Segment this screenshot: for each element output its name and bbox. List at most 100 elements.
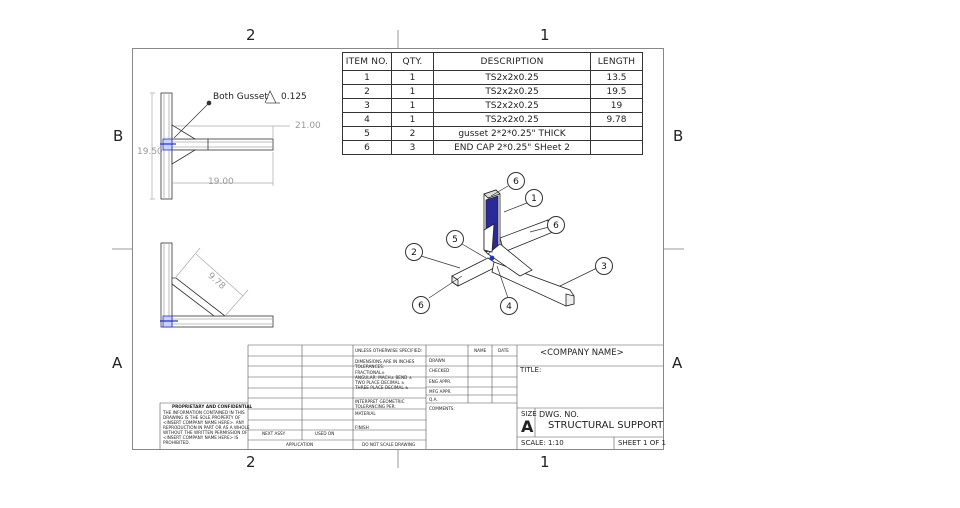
- balloon-item: 4: [500, 297, 518, 315]
- used-on-label: USED ON: [315, 431, 335, 436]
- bom-cell: TS2x2x0.25: [433, 70, 591, 85]
- proprietary-title: PROPRIETARY AND CONFIDENTIAL: [172, 404, 253, 409]
- proprietary-line: DRAWING IS THE SOLE PROPERTY OF: [163, 415, 241, 420]
- title-block-grid: [159, 344, 664, 450]
- dimension-19-00: 19.00: [208, 177, 234, 187]
- isometric-view: [451, 189, 575, 307]
- bom-cell: 2: [391, 126, 434, 141]
- table-row: 6 3 END CAP 2*0.25" SHeet 2: [342, 140, 643, 155]
- comments-label: COMMENTS:: [429, 406, 455, 411]
- dimension-19-50: 19.50: [137, 147, 163, 157]
- bom-header-item: ITEM NO.: [342, 52, 392, 71]
- two-place-note: TWO PLACE DECIMAL ±: [355, 380, 405, 385]
- balloon-item: 2: [405, 243, 423, 261]
- bom-header-qty: QTY.: [391, 52, 434, 71]
- application-label: APPLICATION: [286, 442, 314, 447]
- bom-cell: END CAP 2*0.25" SHeet 2: [433, 140, 591, 155]
- company-name: <COMPANY NAME>: [540, 348, 624, 358]
- bom-cell: [590, 126, 643, 141]
- angular-note: ANGULAR: MACH± BEND ±: [355, 375, 413, 380]
- checked-label: CHECKED: [429, 368, 450, 373]
- bom-cell: 2: [342, 84, 392, 99]
- dimension-21: 21.00: [295, 121, 321, 131]
- bom-cell: 1: [391, 98, 434, 113]
- table-row: 3 1 TS2x2x0.25 19: [342, 98, 643, 113]
- eng-appr-label: ENG APPR.: [429, 379, 452, 384]
- bom-cell: TS2x2x0.25: [433, 112, 591, 127]
- balloon-item: 6: [507, 172, 525, 190]
- proprietary-line: <INSERT COMPANY NAME HERE>. ANY: [163, 420, 245, 425]
- table-row: 4 1 TS2x2x0.25 9.78: [342, 112, 643, 127]
- proprietary-line: <INSERT COMPANY NAME HERE> IS: [163, 435, 239, 440]
- zone-bottom-2: 2: [246, 453, 256, 471]
- zone-right-a: A: [672, 354, 683, 372]
- balloon-item: 3: [595, 257, 613, 275]
- dimensions-note: DIMENSIONS ARE IN INCHES: [355, 359, 415, 364]
- interpret-note: INTERPRET GEOMETRIC: [355, 399, 405, 404]
- zone-left-a: A: [112, 354, 123, 372]
- zone-top-2: 2: [246, 26, 256, 44]
- weld-note: Both Gusset: [213, 92, 268, 102]
- bom-cell: 5: [342, 126, 392, 141]
- proprietary-line: WITHOUT THE WRITTEN PERMISSION OF: [163, 430, 248, 435]
- name-column: NAME: [474, 348, 487, 353]
- proprietary-line: THE INFORMATION CONTAINED IN THIS: [163, 410, 245, 415]
- balloon-item: 6: [412, 296, 430, 314]
- proprietary-line: PROHIBITED.: [163, 440, 190, 445]
- bom-cell: 3: [342, 98, 392, 113]
- bom-cell: 1: [391, 70, 434, 85]
- size-label: SIZE: [521, 410, 537, 418]
- table-row: 2 1 TS2x2x0.25 19.5: [342, 84, 643, 99]
- dwg-no-label: DWG. NO.: [539, 410, 579, 419]
- bom-cell: [590, 140, 643, 155]
- title-label: TITLE:: [520, 366, 542, 374]
- balloon-item: 5: [446, 230, 464, 248]
- fractional-note: FRACTIONAL±: [355, 370, 385, 375]
- table-row: 1 1 TS2x2x0.25 13.5: [342, 70, 643, 85]
- bom-cell: 3: [391, 140, 434, 155]
- date-column: DATE: [498, 348, 509, 353]
- qa-label: Q.A.: [429, 397, 438, 402]
- table-row: 5 2 gusset 2*2*0.25" THICK: [342, 126, 643, 141]
- drawn-label: DRAWN: [429, 358, 445, 363]
- bom-header-row: ITEM NO. QTY. DESCRIPTION LENGTH: [342, 52, 643, 71]
- scale-label: SCALE: 1:10: [521, 439, 564, 447]
- bom-cell: 4: [342, 112, 392, 127]
- zone-left-b: B: [113, 127, 124, 145]
- proprietary-line: REPRODUCTION IN PART OR AS A WHOLE: [163, 425, 250, 430]
- balloon-item: 6: [547, 216, 565, 234]
- mfg-appr-label: MFG APPR.: [429, 389, 452, 394]
- bom-cell: TS2x2x0.25: [433, 84, 591, 99]
- bom-cell: 1: [391, 112, 434, 127]
- bom-cell: 19.5: [590, 84, 643, 99]
- tolerancing-note: TOLERANCING PER:: [355, 404, 396, 409]
- sheet-number: SHEET 1 OF 1: [618, 439, 666, 447]
- bom-cell: 19: [590, 98, 643, 113]
- front-view: [160, 242, 274, 328]
- zone-bottom-1: 1: [540, 453, 550, 471]
- balloon-item: 1: [525, 189, 543, 207]
- zone-top-1: 1: [540, 26, 550, 44]
- bom-cell: 13.5: [590, 70, 643, 85]
- do-not-scale-label: DO NOT SCALE DRAWING: [362, 442, 416, 447]
- drawing-sheet-border: [132, 48, 664, 450]
- sheet-size: A: [521, 417, 534, 436]
- finish-label: FINISH: [355, 425, 369, 430]
- bom-cell: 6: [342, 140, 392, 155]
- unless-otherwise: UNLESS OTHERWISE SPECIFIED:: [355, 348, 423, 353]
- next-assy-label: NEXT ASSY: [262, 431, 286, 436]
- material-label: MATERIAL: [355, 411, 376, 416]
- zone-right-b: B: [673, 127, 684, 145]
- bom-cell: 9.78: [590, 112, 643, 127]
- bill-of-materials: ITEM NO. QTY. DESCRIPTION LENGTH 1 1 TS2…: [342, 52, 643, 155]
- bom-header-length: LENGTH: [590, 52, 643, 71]
- tolerances-note: TOLERANCES:: [355, 364, 385, 369]
- bom-header-description: DESCRIPTION: [433, 52, 591, 71]
- drawing-title: STRUCTURAL SUPPORT: [548, 420, 664, 431]
- three-place-note: THREE PLACE DECIMAL ±: [355, 385, 409, 390]
- weld-size: 0.125: [281, 92, 307, 102]
- bom-cell: 1: [342, 70, 392, 85]
- bom-cell: gusset 2*2*0.25" THICK: [433, 126, 591, 141]
- top-view: [160, 92, 274, 200]
